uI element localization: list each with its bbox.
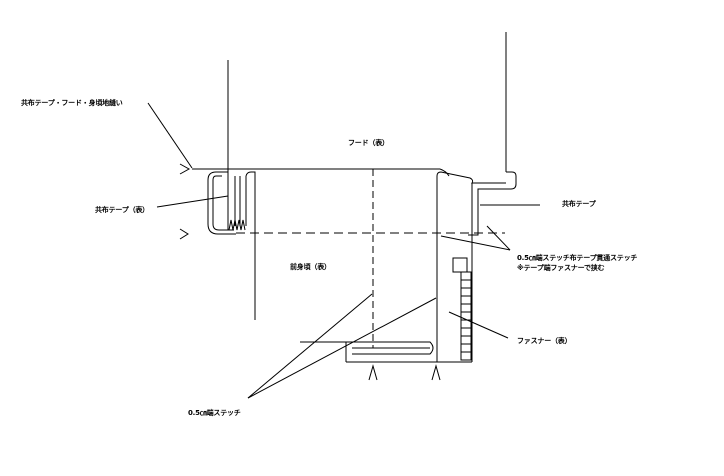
label-edge-stitch: 0.5㎝端ステッチ	[188, 409, 241, 417]
leader-edge-stitch-b	[248, 298, 436, 398]
zipper-pull	[453, 258, 467, 272]
hood-right-corner	[440, 169, 449, 176]
lower-arrowhead	[180, 229, 188, 239]
label-tape-left: 共布テープ（表）	[95, 206, 149, 214]
leader-tape-left	[157, 196, 228, 207]
label-stitch-note-line2: ※テープ端ファスナーで挟む	[517, 264, 605, 272]
leader-stitch-note-a	[441, 236, 510, 250]
label-tape-right: 共布テープ	[562, 200, 596, 208]
label-hood: フード（表）	[348, 139, 389, 147]
leader-tape-hood-body	[148, 103, 192, 168]
left-tape-seam-stitches	[229, 220, 245, 230]
left-tape-inner-hook	[246, 172, 255, 234]
label-stitch-note-line1: 0.5㎝端ステッチ布テープ貫通ステッチ	[517, 254, 638, 262]
right-tape-outer	[468, 172, 516, 235]
leader-edge-stitch-a	[248, 294, 372, 398]
upper-arrowhead	[180, 164, 189, 174]
label-tape-hood-body: 共布テープ・フード・身頃地縫い	[21, 99, 123, 107]
zipper-teeth-strip	[461, 272, 471, 360]
left-tape-fold-outer	[208, 172, 236, 234]
bottom-mark-left	[369, 366, 377, 380]
right-tape-top	[437, 172, 506, 183]
left-tape-fold-inner	[213, 176, 234, 230]
zipper-teeth	[461, 280, 471, 352]
bottom-mark-right	[432, 366, 440, 380]
label-zipper: ファスナー（表）	[517, 337, 572, 345]
leader-stitch-note-b	[487, 226, 510, 250]
label-front-body: 前身頃（表）	[290, 263, 331, 271]
hem-fold-tab	[300, 342, 433, 354]
leader-zipper	[449, 312, 508, 338]
